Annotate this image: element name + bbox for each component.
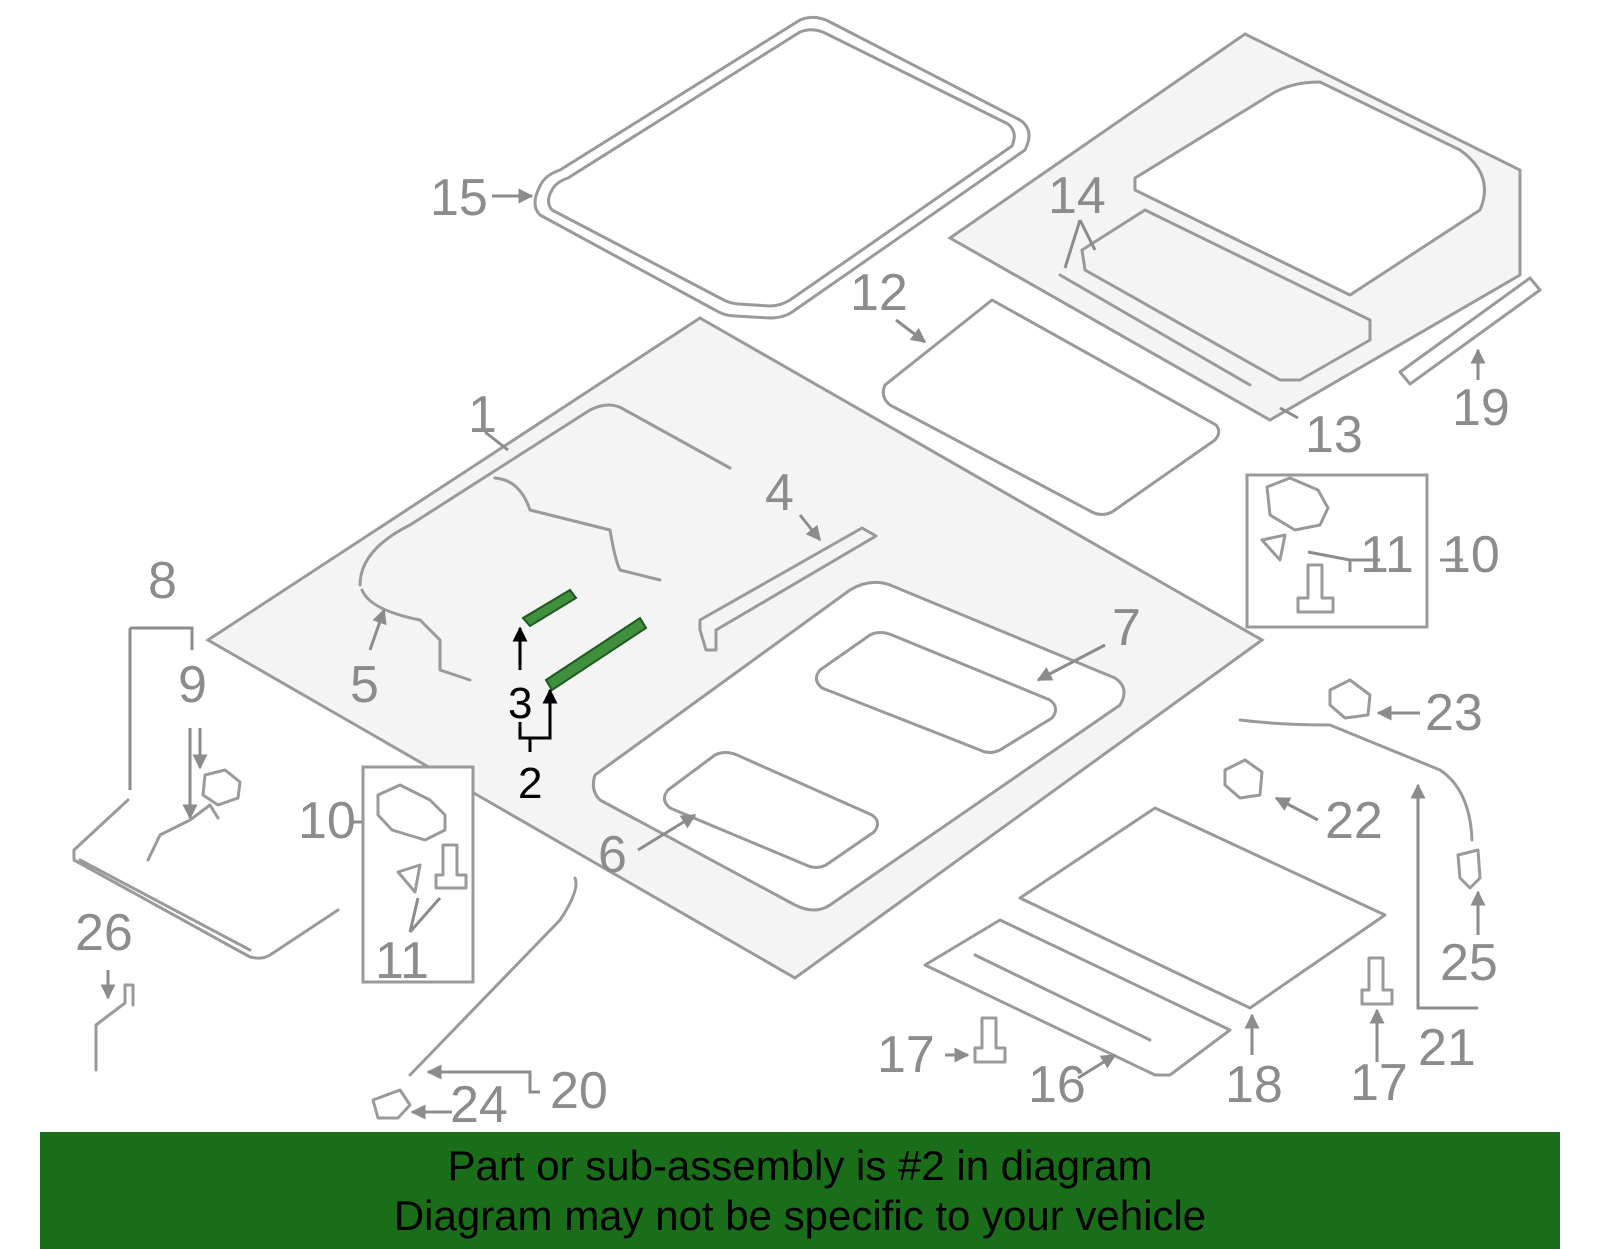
label-5: 5	[350, 656, 379, 714]
leader-8-9	[128, 626, 194, 790]
leader-7	[1036, 643, 1106, 682]
part-9-bracket	[146, 803, 220, 862]
label-13: 13	[1305, 406, 1363, 464]
part-18-sunshade	[1018, 806, 1387, 1010]
part-11-clip-right	[1260, 533, 1287, 562]
label-10-right: 10	[1442, 526, 1500, 584]
part-24-grommet	[371, 1088, 412, 1120]
leader-6	[637, 813, 697, 852]
leader-13	[1279, 406, 1299, 420]
label-17-left: 17	[877, 1026, 935, 1084]
label-10-left: 10	[298, 792, 356, 850]
leader-20-24	[426, 1064, 540, 1094]
part-17-bolt-left	[973, 1016, 1007, 1064]
part-15-seal-inner	[547, 28, 1016, 308]
part-26-clip	[94, 983, 135, 1072]
part-25-grommet	[1456, 848, 1482, 890]
part-21-drain-tube	[1238, 718, 1474, 842]
label-18: 18	[1225, 1056, 1283, 1114]
label-19: 19	[1452, 379, 1510, 437]
part-9-nut	[201, 768, 242, 807]
part-11-bolt-left	[434, 843, 468, 890]
label-1: 1	[468, 386, 497, 444]
part-22-bracket	[1223, 758, 1264, 800]
part-11-bolt-right	[1296, 563, 1335, 614]
label-14: 14	[1048, 167, 1106, 225]
part-11-clip-left	[396, 863, 422, 894]
label-4: 4	[765, 464, 794, 522]
banner-line-1: Part or sub-assembly is #2 in diagram	[447, 1141, 1153, 1189]
part-14-strip	[1058, 273, 1252, 387]
label-11-left: 11	[375, 932, 429, 990]
label-2: 2	[518, 759, 542, 808]
leader-2-3	[518, 690, 550, 752]
part-20-drain-tube	[408, 876, 578, 1077]
label-20: 20	[550, 1062, 608, 1120]
part-4-rail	[698, 526, 878, 652]
leader-4	[798, 514, 822, 542]
label-3: 3	[508, 679, 532, 728]
part-10-motor-left	[376, 783, 447, 842]
banner-line-2: Diagram may not be specific to your vehi…	[393, 1191, 1207, 1239]
label-16: 16	[1028, 1056, 1086, 1114]
label-8: 8	[148, 552, 177, 610]
main-assembly-panel	[205, 316, 1265, 980]
label-23: 23	[1425, 684, 1483, 742]
leader-16	[1077, 1053, 1117, 1080]
part-17-bolt-right	[1360, 956, 1394, 1006]
part-3-guide-upper	[521, 588, 578, 628]
label-21: 21	[1418, 1019, 1476, 1077]
label-15: 15	[430, 169, 488, 227]
label-7: 7	[1112, 599, 1141, 657]
part-15-seal	[533, 15, 1031, 320]
leader-10-11-right	[1307, 550, 1463, 572]
part-7-opening	[815, 631, 1057, 754]
part-13-frame	[1080, 208, 1372, 382]
part-10-motor-right	[1265, 476, 1330, 532]
label-25: 25	[1440, 934, 1498, 992]
leader-14	[1063, 219, 1097, 269]
part-5-harness	[358, 403, 732, 682]
label-24: 24	[450, 1076, 508, 1134]
leader-11-left	[408, 897, 442, 933]
leader-22	[1274, 796, 1319, 822]
leader-5	[368, 608, 387, 651]
part-19-strip	[1398, 276, 1542, 386]
part-23-clip	[1328, 678, 1372, 720]
part-8-seal	[72, 798, 340, 960]
label-17-right: 17	[1350, 1054, 1408, 1112]
info-banner: Part or sub-assembly is #2 in diagram Di…	[40, 1132, 1560, 1249]
leader-1	[484, 430, 509, 452]
label-26: 26	[75, 904, 133, 962]
label-22: 22	[1325, 792, 1383, 850]
leader-21	[1410, 783, 1448, 1010]
leader-12	[895, 318, 927, 344]
part-12-glass	[881, 298, 1221, 516]
part-6-opening	[663, 751, 879, 869]
part-16-frame	[923, 918, 1232, 1077]
part-13-glass	[1133, 80, 1486, 297]
label-12: 12	[850, 264, 908, 322]
label-9: 9	[178, 656, 207, 714]
label-11-right: 11	[1360, 526, 1414, 584]
label-6: 6	[598, 826, 627, 884]
